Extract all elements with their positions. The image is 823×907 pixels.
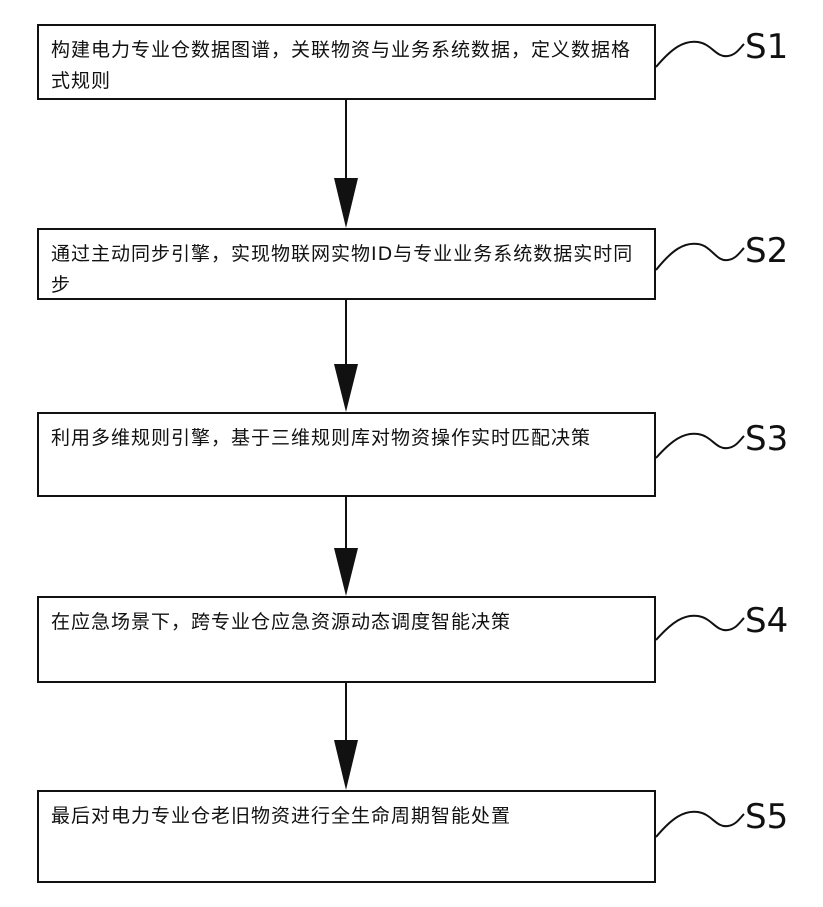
step-label-s4: S4 — [745, 604, 788, 638]
arrow-s1-to-s2 — [334, 99, 358, 228]
step-box-s2: 通过主动同步引擎，实现物联网实物ID与专业业务系统数据实时同步 — [37, 228, 656, 300]
step-label-s5: S5 — [745, 800, 788, 834]
step-text-s5: 最后对电力专业仓老旧物资进行全生命周期智能处置 — [51, 801, 642, 832]
step-label-s1: S1 — [745, 30, 788, 64]
step-label-s3: S3 — [745, 422, 788, 456]
arrow-s2-to-s3 — [334, 299, 358, 412]
arrow-s4-to-s5 — [334, 682, 358, 790]
step-text-s1: 构建电力专业仓数据图谱，关联物资与业务系统数据，定义数据格式规则 — [51, 35, 642, 97]
step-text-s3: 利用多维规则引擎，基于三维规则库对物资操作实时匹配决策 — [51, 423, 642, 454]
step-text-s4: 在应急场景下，跨专业仓应急资源动态调度智能决策 — [51, 607, 642, 638]
arrow-s3-to-s4 — [334, 496, 358, 596]
leader-line-s1 — [656, 42, 744, 67]
step-label-s2: S2 — [745, 234, 788, 268]
step-box-s5: 最后对电力专业仓老旧物资进行全生命周期智能处置 — [37, 790, 656, 883]
step-box-s4: 在应急场景下，跨专业仓应急资源动态调度智能决策 — [37, 596, 656, 683]
leader-line-s4 — [656, 616, 744, 640]
leader-line-s5 — [656, 812, 744, 837]
leader-line-s3 — [656, 434, 744, 458]
step-box-s3: 利用多维规则引擎，基于三维规则库对物资操作实时匹配决策 — [37, 412, 656, 497]
step-text-s2: 通过主动同步引擎，实现物联网实物ID与专业业务系统数据实时同步 — [51, 239, 642, 301]
leader-line-s2 — [656, 244, 744, 270]
step-box-s1: 构建电力专业仓数据图谱，关联物资与业务系统数据，定义数据格式规则 — [37, 24, 656, 100]
